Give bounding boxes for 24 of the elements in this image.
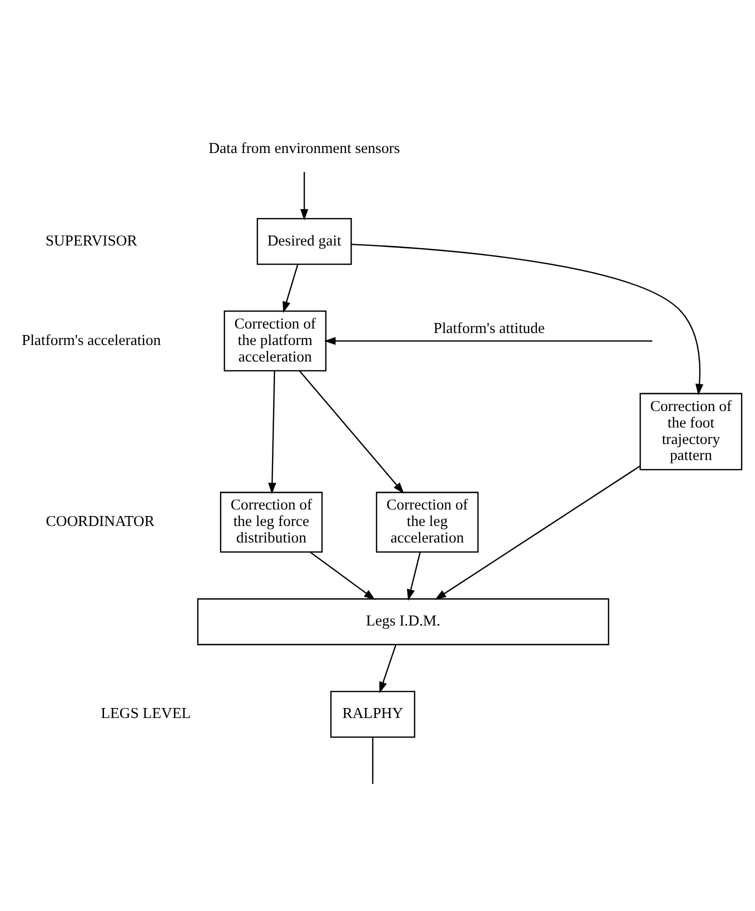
label: LEGS LEVEL (100, 705, 191, 722)
arrow (268, 370, 276, 494)
arrow (299, 370, 404, 494)
arrow (351, 244, 704, 396)
arrow (300, 172, 308, 220)
node-text: Data from environment sensors (208, 140, 400, 157)
label: COORDINATOR (46, 513, 155, 530)
node-box: Correction of the leg acceleration (376, 492, 479, 553)
arrow (406, 552, 421, 601)
arrow (324, 336, 652, 345)
node-box: Correction of the platform acceleration (224, 310, 326, 372)
node-box: Correction of the foot trajectory pattern (640, 392, 742, 470)
node-box: RALPHY (330, 690, 416, 738)
arrow (282, 264, 298, 313)
arrow (379, 644, 396, 694)
connector (372, 737, 374, 784)
edge-label: Platform's attitude (434, 320, 545, 337)
arrow (434, 465, 640, 600)
label: Platform's acceleration (22, 332, 161, 349)
label: SUPERVISOR (45, 232, 138, 250)
arrow (310, 552, 376, 600)
node-box: Correction of the leg force distribution (220, 492, 323, 553)
node-box: Legs I.D.M. (197, 598, 610, 646)
node-box: Desired gait (256, 218, 352, 265)
